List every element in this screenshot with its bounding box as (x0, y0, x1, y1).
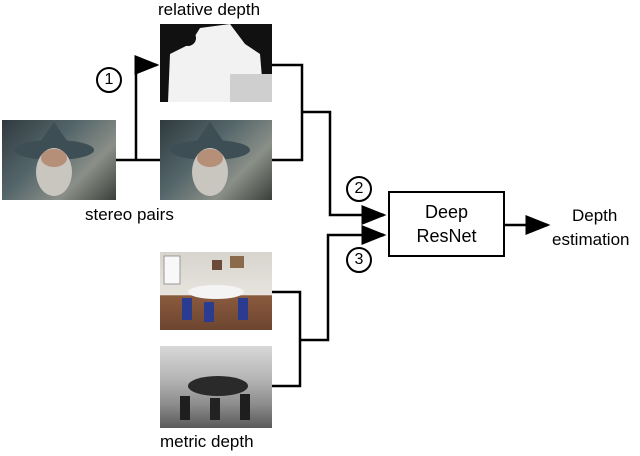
wizard-figure-icon (14, 122, 94, 196)
output-label-line2: estimation (552, 230, 630, 249)
stereo-pairs-label: stereo pairs (85, 205, 174, 224)
depth-room-icon (180, 376, 250, 420)
model-label-line2: ResNet (416, 226, 477, 246)
metric-room-image (160, 252, 272, 330)
step-3-badge: 3 (346, 247, 372, 273)
relative-depth-image (160, 24, 272, 102)
room-scene-icon (163, 255, 248, 322)
wizard-figure-icon (170, 122, 250, 196)
metric-depth-image (160, 346, 272, 428)
output-label-line1: Depth (572, 206, 618, 225)
model-label-line1: Deep (424, 202, 469, 222)
stereo-right-image (160, 120, 272, 200)
step-2-badge: 2 (346, 176, 372, 202)
deep-resnet-box (388, 191, 505, 257)
stereo-left-image (2, 120, 116, 200)
depth-silhouette-icon (168, 24, 272, 102)
step-1-badge: 1 (96, 67, 122, 93)
relative-depth-label: relative depth (158, 0, 261, 19)
metric-depth-label: metric depth (160, 432, 254, 451)
